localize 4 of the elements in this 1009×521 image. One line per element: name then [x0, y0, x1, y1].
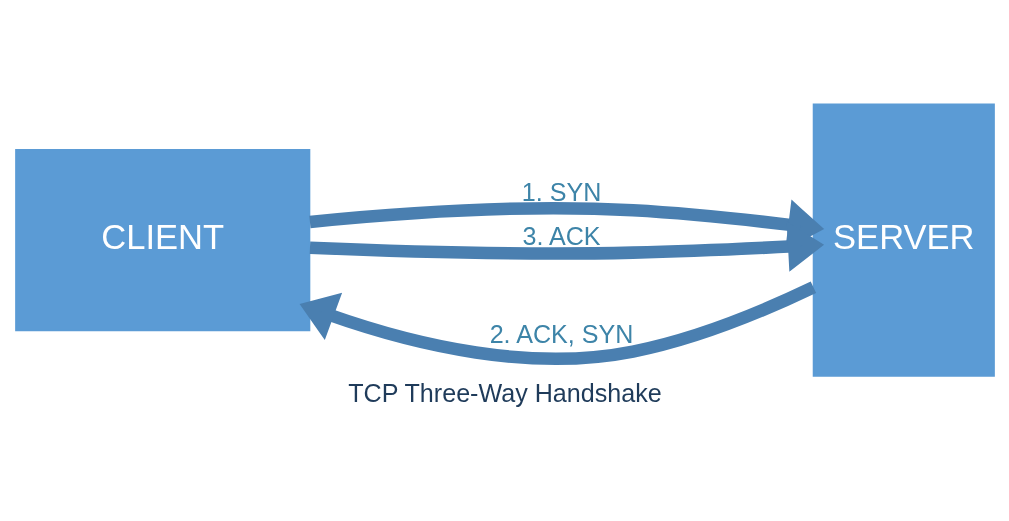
edge-label: 2. ACK, SYN — [489, 320, 633, 349]
caption: TCP Three-Way Handshake — [347, 379, 662, 408]
edge-label: 3. ACK — [521, 221, 601, 250]
edge-label: 1. SYN — [521, 177, 601, 206]
